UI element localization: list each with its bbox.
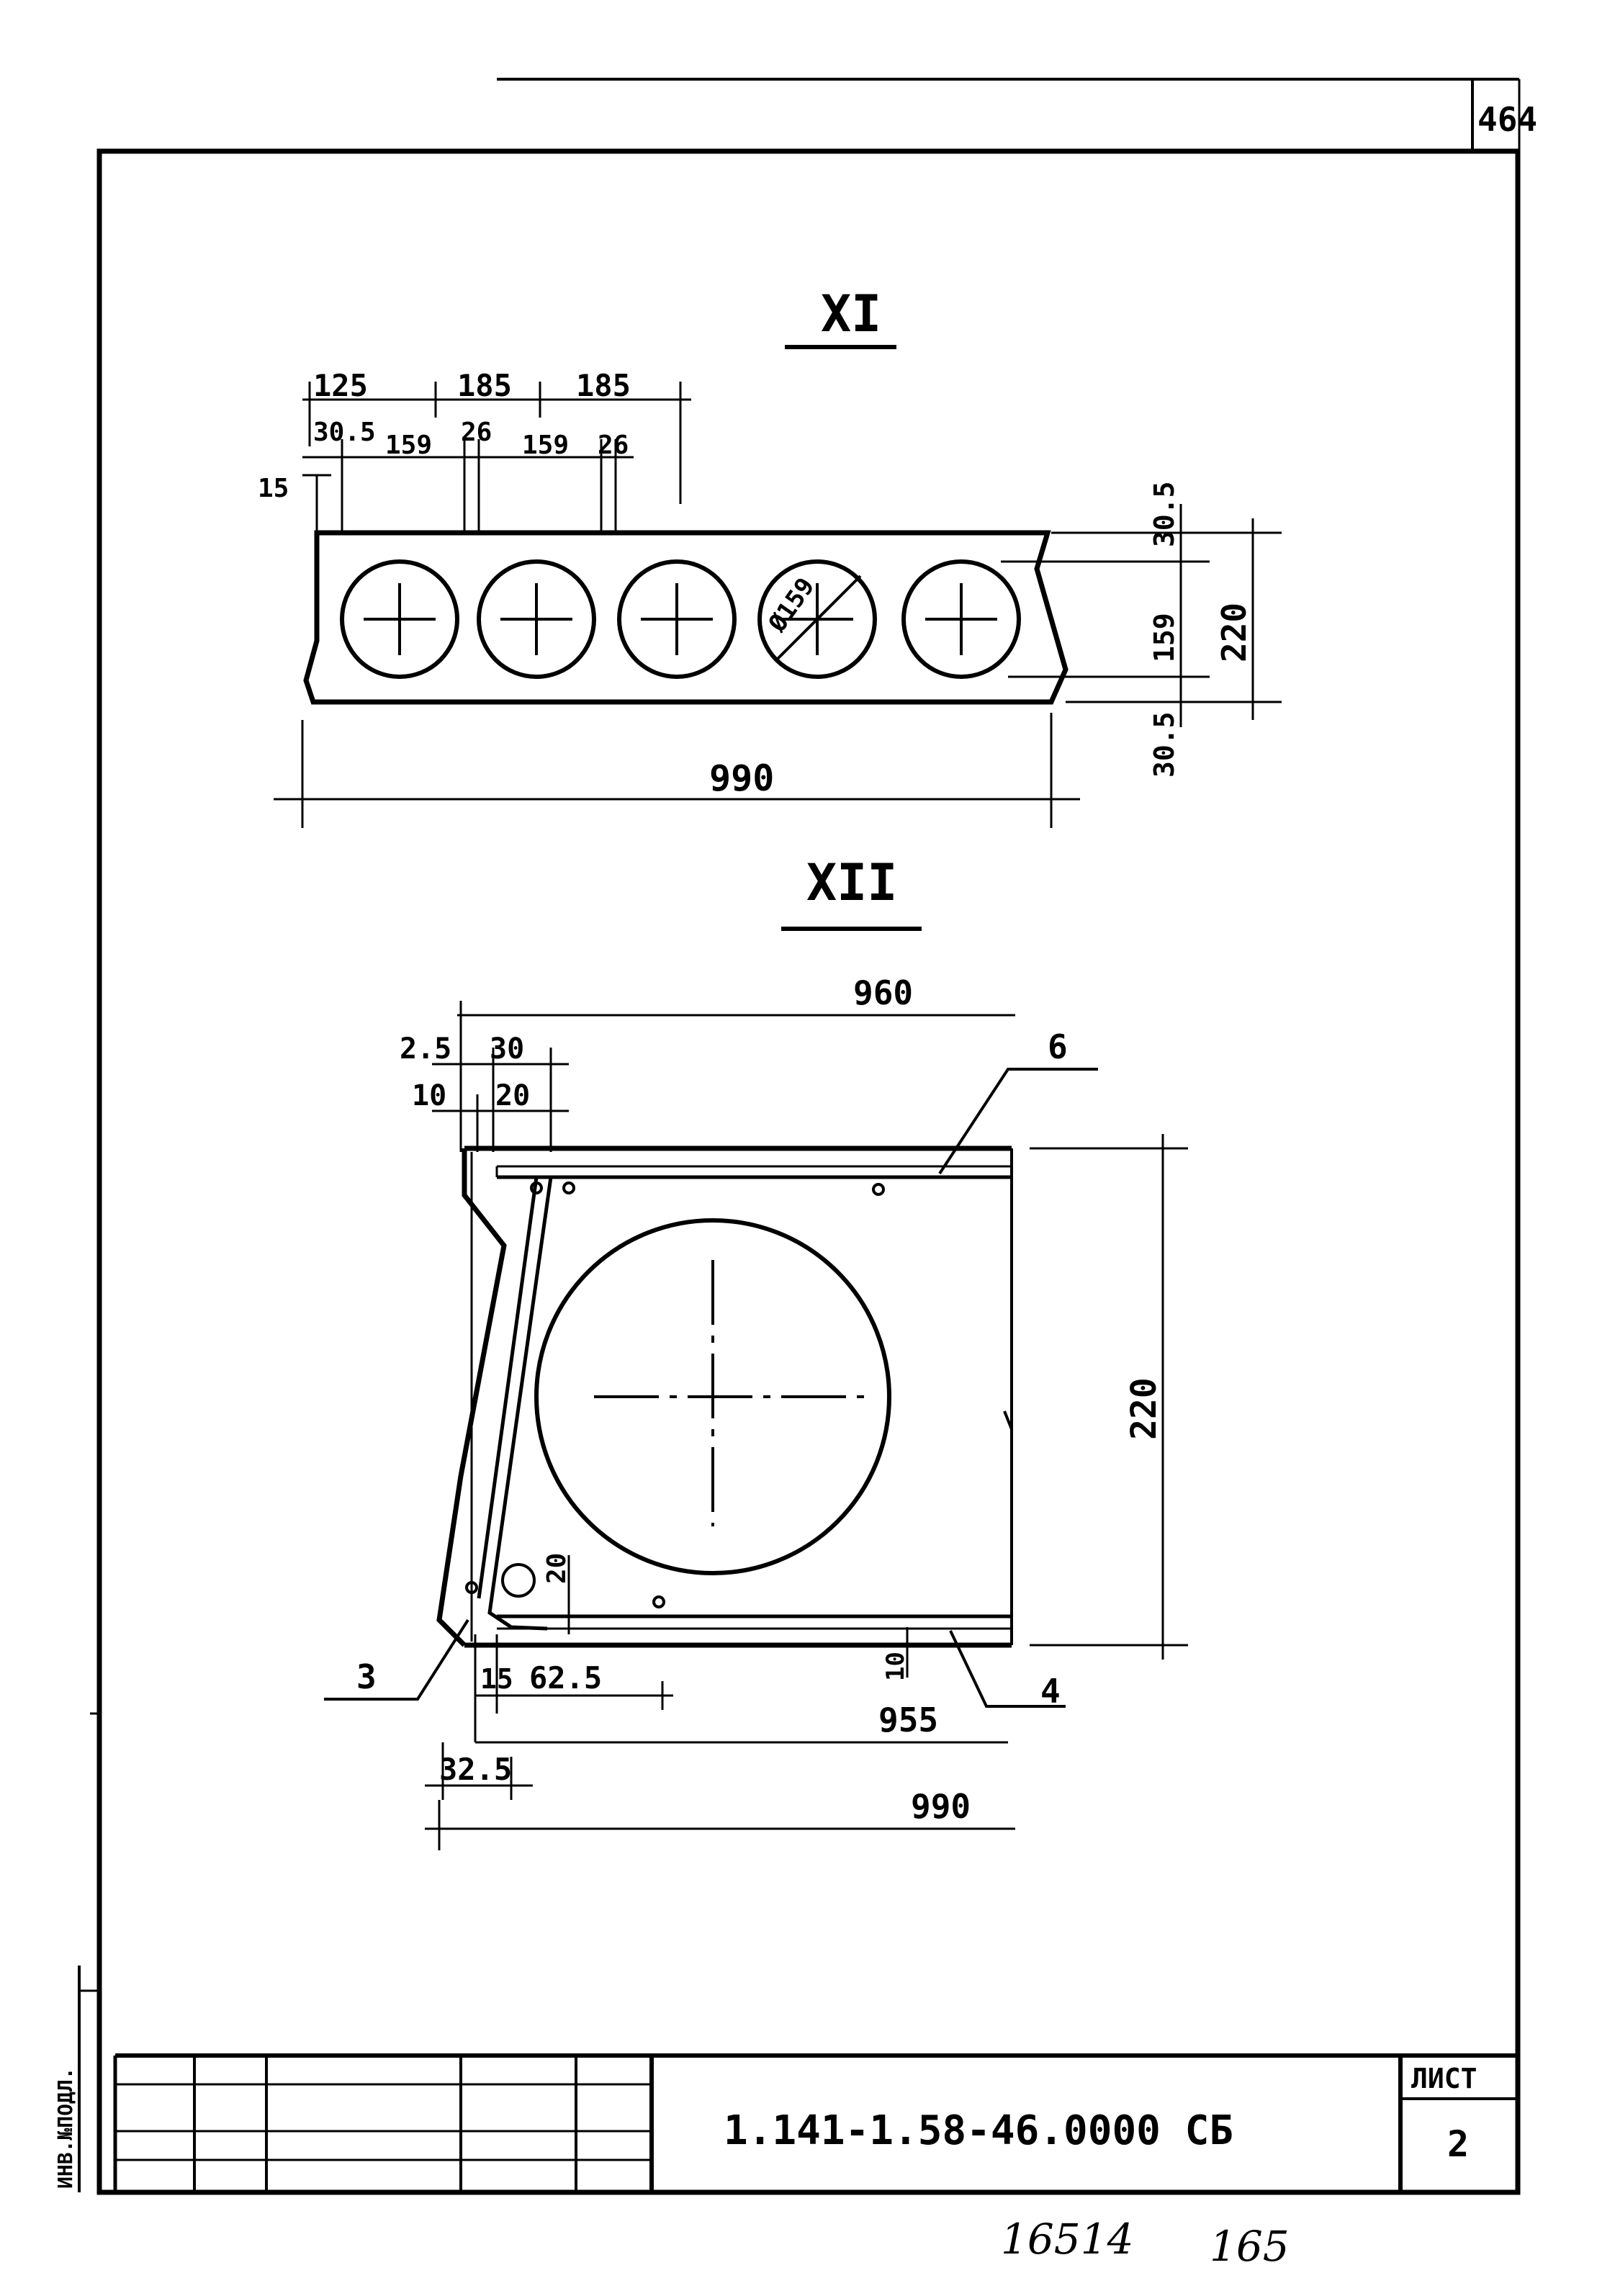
xii-callout-leaders: [324, 1068, 1098, 1708]
handwritten-number-1: 16514: [1001, 2215, 1134, 2264]
svg-text:32.5: 32.5: [439, 1752, 512, 1787]
xii-small-dimension-lines: [425, 1555, 1015, 1850]
section-xi-title: XI: [821, 284, 881, 343]
document-code: 1.141-1.58-46.0000 СБ: [724, 2107, 1233, 2154]
xi-top-dims-row1: 125 185 185: [313, 368, 631, 403]
title-block: [113, 2053, 1518, 2192]
sheet-frame: [96, 78, 1521, 2195]
section-xii-title: XII: [806, 853, 897, 912]
xii-void-circle: [534, 1218, 891, 1575]
svg-text:6: 6: [1048, 1027, 1068, 1066]
svg-text:185: 185: [576, 368, 631, 403]
svg-text:30: 30: [490, 1032, 524, 1066]
svg-text:4: 4: [1040, 1672, 1061, 1711]
svg-text:990: 990: [911, 1787, 971, 1826]
xii-detail-marks: [465, 1181, 1013, 1608]
xii-void-centerlines: [594, 1260, 864, 1526]
sheet-label: ЛИСТ: [1411, 2063, 1477, 2094]
xi-top-dimension-lines: [302, 382, 691, 533]
xi-slab-outline: [303, 530, 1069, 705]
xii-top-dims: 2.5 30 10 20: [400, 1032, 530, 1112]
xii-panel-body: [436, 1145, 1013, 1648]
left-stamp-strip: [78, 1712, 99, 2192]
xii-height-dimension-line: [1030, 1134, 1188, 1660]
svg-text:20: 20: [542, 1553, 572, 1584]
svg-text:30.5: 30.5: [1148, 711, 1180, 778]
handwritten-number-2: 165: [1210, 2222, 1290, 2271]
xi-right-dimension-lines: [1001, 504, 1282, 727]
xii-top-dimension-lines: [432, 1001, 1015, 1152]
xii-small-dims: 20 15 62.5 10: [480, 1553, 910, 1696]
xii-bottom-dims: 955 32.5 990: [439, 1701, 971, 1826]
xi-height-dim: 220: [1215, 603, 1254, 662]
svg-text:26: 26: [461, 418, 492, 447]
svg-text:159: 159: [385, 431, 432, 460]
left-stamp-label: ИНВ.№ПОДЛ.: [53, 2067, 77, 2189]
xii-overall-top-dim: 960: [853, 973, 913, 1012]
svg-text:10: 10: [412, 1079, 446, 1112]
svg-text:159: 159: [522, 431, 569, 460]
xii-height-dim: 220: [1124, 1377, 1164, 1440]
section-xii: XII: [324, 853, 1188, 1850]
svg-text:955: 955: [878, 1701, 938, 1739]
svg-text:125: 125: [313, 368, 368, 403]
xi-width-dim: 990: [709, 757, 774, 799]
svg-text:62.5: 62.5: [529, 1660, 602, 1696]
xi-top-dims-row2: 30.5 159 26 159 26: [313, 418, 629, 460]
xi-width-dimension-line: [274, 713, 1080, 828]
xi-right-dims: 30.5 159 30.5: [1148, 481, 1180, 778]
sheet-no: 2: [1447, 2123, 1469, 2165]
svg-text:3: 3: [356, 1657, 377, 1696]
sheet-number: 464: [1477, 100, 1537, 139]
section-xi: XI Ø159: [258, 284, 1282, 828]
svg-text:2.5: 2.5: [400, 1032, 451, 1066]
svg-text:15: 15: [480, 1663, 513, 1695]
xi-left-dim: 15: [258, 474, 289, 503]
svg-text:30.5: 30.5: [313, 418, 376, 447]
svg-text:159: 159: [1148, 613, 1180, 662]
xi-void-circles: [340, 559, 1021, 679]
svg-text:10: 10: [881, 1652, 910, 1681]
svg-text:20: 20: [495, 1079, 530, 1112]
svg-text:30.5: 30.5: [1148, 481, 1180, 547]
svg-text:26: 26: [598, 431, 629, 460]
xii-callout-numbers: 6 3 4: [356, 1027, 1068, 1711]
svg-text:185: 185: [457, 368, 512, 403]
